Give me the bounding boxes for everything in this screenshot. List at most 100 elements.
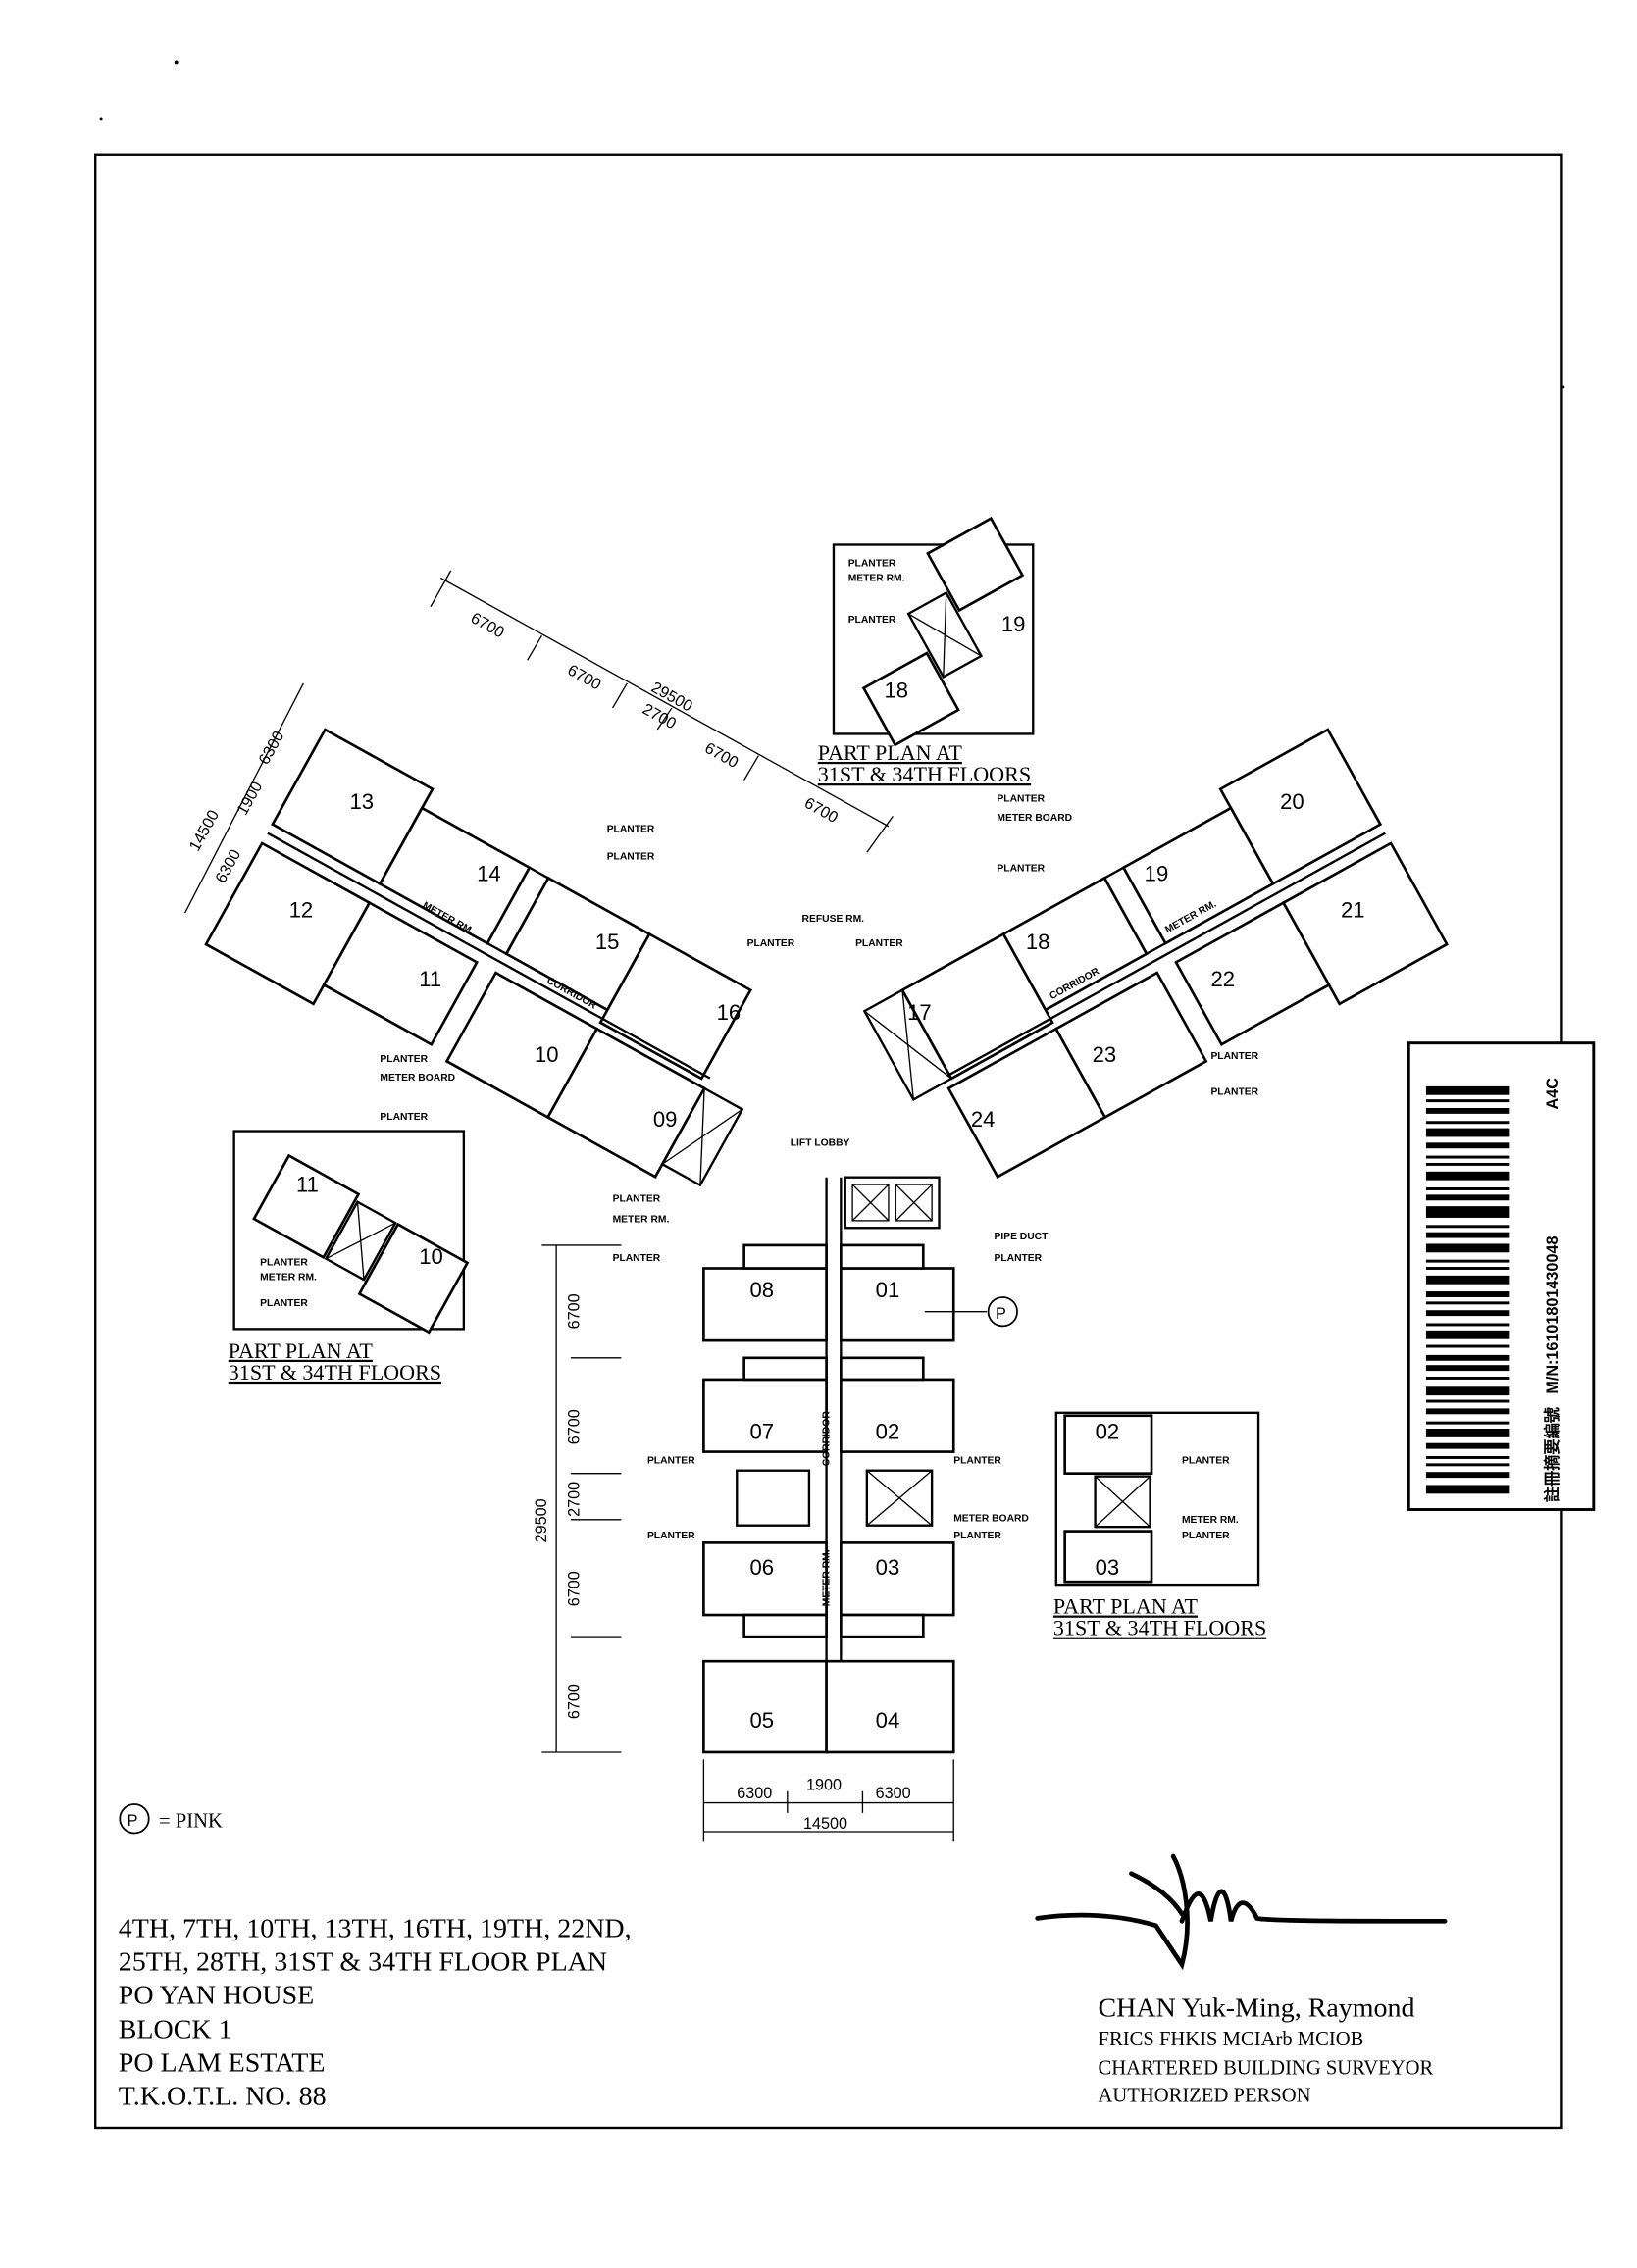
dim-label: 6700 <box>468 609 507 641</box>
barcode-bar <box>1425 1421 1510 1425</box>
unit-17: 17 <box>907 1000 932 1025</box>
unit-19: 19 <box>1145 862 1169 886</box>
annotation: PLANTER <box>647 1455 695 1466</box>
dim-label: 6300 <box>876 1785 911 1802</box>
barcode-bars <box>1425 1085 1510 1494</box>
signatory-block: CHAN Yuk-Ming, Raymond FRICS FHKIS MCIAr… <box>1099 1993 1434 2107</box>
annotation: PLANTER <box>260 1298 308 1309</box>
unit-labels: 08 01 07 02 06 03 05 04 13 12 14 11 15 1… <box>289 789 1365 1733</box>
unit-12: 12 <box>289 898 314 923</box>
right-wing <box>862 728 1449 1179</box>
title-floors: 4TH, 7TH, 10TH, 13TH, 16TH, 19TH, 22ND, <box>119 1914 632 1944</box>
annotation: PLANTER <box>1182 1531 1230 1541</box>
annotation: PLANTER <box>953 1531 1001 1541</box>
dim-label: 6700 <box>566 1409 584 1444</box>
barcode-bar <box>1425 1085 1510 1095</box>
annotation: PLANTER <box>997 863 1045 874</box>
unit-15: 15 <box>595 930 620 954</box>
barcode-bar <box>1425 1344 1510 1348</box>
barcode-bar <box>1425 1386 1510 1396</box>
annotation: PLANTER <box>997 794 1045 805</box>
annotation: PLANTER <box>613 1194 661 1205</box>
annotation: METER RM. <box>260 1272 317 1283</box>
vertical-wing <box>702 1176 955 1754</box>
annotation: METER BOARD <box>997 813 1072 824</box>
dim-label: 14500 <box>803 1815 847 1833</box>
barcode-bar <box>1425 1171 1510 1181</box>
barcode-bar <box>1425 1365 1510 1372</box>
annotation: PLANTER <box>380 1054 428 1065</box>
unit-03: 03 <box>876 1555 900 1580</box>
title-floors-cont: 25TH, 28TH, 31ST & 34TH FLOOR PLAN <box>119 1946 607 1977</box>
title-lot: T.K.O.T.L. NO. 88 <box>119 2081 327 2111</box>
part-plan-caption: PART PLAN AT <box>1053 1594 1199 1619</box>
pink-symbol: P <box>996 1305 1006 1323</box>
unit-18: 18 <box>1026 930 1050 954</box>
annotation: METER RM. <box>613 1214 670 1225</box>
unit-14: 14 <box>477 862 501 886</box>
unit-09: 09 <box>653 1107 678 1132</box>
barcode-bar <box>1425 1455 1510 1459</box>
annotation: PLANTER <box>380 1112 428 1123</box>
unit-20: 20 <box>1280 789 1304 814</box>
dim-label: 6700 <box>801 794 841 827</box>
barcode-bar <box>1425 1485 1510 1494</box>
title-house: PO YAN HOUSE <box>119 1980 314 2010</box>
part-plan-caption: 31ST & 34TH FLOORS <box>229 1360 441 1385</box>
dim-label: 6700 <box>566 1293 584 1329</box>
annotation: PIPE DUCT <box>994 1232 1049 1242</box>
unit-02: 02 <box>876 1419 900 1443</box>
unit-04: 04 <box>876 1708 900 1733</box>
inset-unit-02: 02 <box>1096 1419 1120 1443</box>
barcode-bar <box>1425 1399 1510 1403</box>
barcode-bar <box>1425 1155 1510 1159</box>
pink-unit-marker: P <box>924 1296 1018 1328</box>
dim-label: 6300 <box>737 1785 772 1802</box>
signatory-role: AUTHORIZED PERSON <box>1099 2085 1311 2106</box>
annotations: PLANTER PLANTER METER RM. CORRIDOR REFUS… <box>380 794 1258 1607</box>
signatory-title: CHARTERED BUILDING SURVEYOR <box>1099 2057 1434 2079</box>
unit-11: 11 <box>419 967 441 991</box>
barcode-bar <box>1425 1142 1510 1149</box>
unit-24: 24 <box>971 1107 996 1132</box>
annotation: PLANTER <box>855 938 903 949</box>
dim-label: 6700 <box>566 1571 584 1606</box>
annotation: METER BOARD <box>380 1073 455 1084</box>
barcode-bar <box>1425 1310 1510 1317</box>
barcode-bar <box>1425 1301 1510 1305</box>
annotation: PLANTER <box>613 1253 661 1264</box>
barcode-bar <box>1425 1354 1510 1361</box>
barcode-cn-label: 註冊摘要編號 <box>1543 1407 1561 1502</box>
part-plan-caption: PART PLAN AT <box>818 740 963 765</box>
barcode-bar <box>1425 1232 1510 1238</box>
barcode-label: 註冊摘要編號 M/N:16101801430048 A4C <box>1407 1041 1596 1511</box>
unit-22: 22 <box>1210 967 1235 991</box>
annotation: PLANTER <box>1210 1087 1258 1098</box>
unit-23: 23 <box>1093 1042 1117 1067</box>
part-plan-caption: PART PLAN AT <box>229 1338 374 1363</box>
signatory-qualifications: FRICS FHKIS MCIArb MCIOB <box>1099 2029 1364 2050</box>
annotation: PLANTER <box>607 852 655 863</box>
title-estate: PO LAM ESTATE <box>119 2048 326 2079</box>
unit-16: 16 <box>717 1000 742 1025</box>
signatory-name: CHAN Yuk-Ming, Raymond <box>1099 1993 1415 2024</box>
annotation: PLANTER <box>647 1531 695 1541</box>
barcode-number: M/N:16101801430048 <box>1544 1236 1561 1394</box>
part-plan-left: 11 10 PLANTER METER RM. PLANTER PART PLA… <box>229 1130 470 1385</box>
barcode-bar <box>1425 1408 1510 1415</box>
unit-01: 01 <box>876 1278 900 1302</box>
legend-text: = PINK <box>159 1811 223 1833</box>
barcode-bar <box>1425 1463 1510 1467</box>
annotation: METER RM. <box>1182 1515 1239 1526</box>
barcode-bar <box>1425 1275 1510 1285</box>
annotation: PLANTER <box>1210 1051 1258 1062</box>
dim-label: 6700 <box>565 661 604 693</box>
barcode-bar <box>1425 1323 1510 1327</box>
inset-unit-10: 10 <box>419 1244 443 1269</box>
dim-label: 6300 <box>255 729 287 768</box>
barcode-bar <box>1425 1330 1510 1339</box>
dim-label: 14500 <box>186 807 224 854</box>
unit-21: 21 <box>1341 898 1365 923</box>
barcode-bar <box>1425 1225 1510 1229</box>
barcode-code: A4C <box>1544 1078 1561 1110</box>
